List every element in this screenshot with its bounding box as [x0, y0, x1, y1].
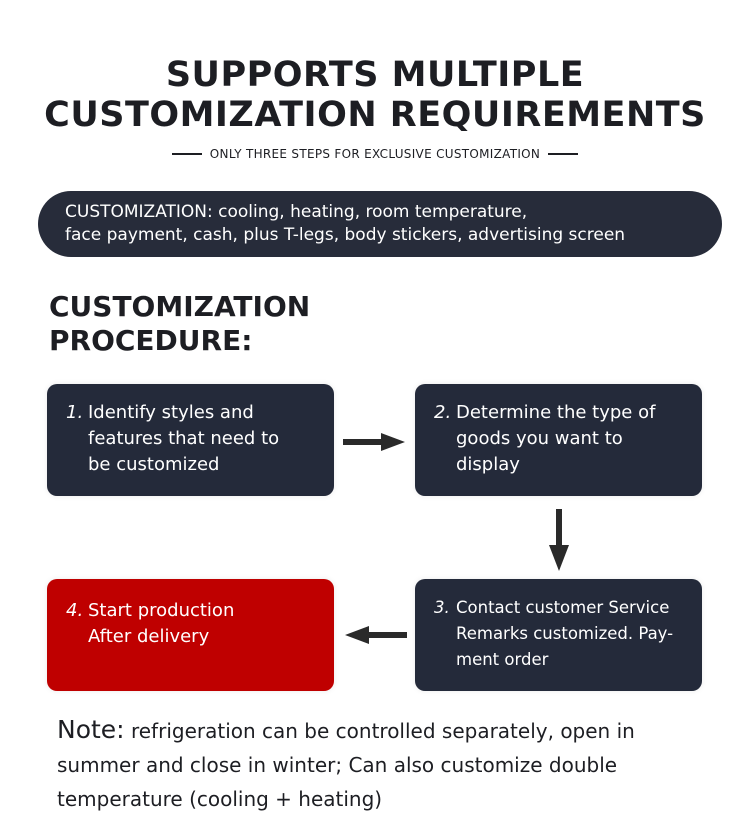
customization-banner: CUSTOMIZATION: cooling, heating, room te…: [38, 191, 722, 257]
divider-right: [548, 153, 579, 155]
page-title-line1: SUPPORTS MULTIPLE: [165, 55, 585, 95]
page-title-line2: CUSTOMIZATION REQUIREMENTS: [44, 95, 706, 135]
step-number: 1.: [66, 402, 84, 423]
step-number: 3.: [434, 598, 450, 617]
note-text: refrigeration can be controlled separate…: [57, 719, 635, 811]
procedure-heading-line2: PROCEDURE:: [49, 324, 253, 357]
subtitle-row: ONLY THREE STEPS FOR EXCLUSIVE CUSTOMIZA…: [0, 147, 750, 161]
banner-line1: CUSTOMIZATION: cooling, heating, room te…: [65, 202, 528, 222]
arrow-left-icon: [345, 626, 407, 644]
procedure-heading: CUSTOMIZATION PROCEDURE:: [49, 290, 310, 358]
step-4-box: 4. Start production After delivery: [47, 579, 334, 691]
step-number: 2.: [434, 402, 452, 423]
step-2-box: 2. Determine the type of goods you want …: [415, 384, 702, 496]
step-3-box: 3. Contact customer Service Remarks cust…: [415, 579, 702, 691]
step-text: Identify styles and features that need t…: [88, 402, 280, 475]
banner-line2: face payment, cash, plus T-legs, body st…: [65, 225, 626, 245]
note-label: Note:: [57, 715, 125, 744]
divider-left: [171, 153, 202, 155]
procedure-heading-line1: CUSTOMIZATION: [49, 290, 311, 323]
arrow-right-icon: [343, 433, 405, 451]
subtitle: ONLY THREE STEPS FOR EXCLUSIVE CUSTOMIZA…: [209, 147, 541, 161]
step-text: Contact customer Service Remarks customi…: [456, 598, 674, 669]
step-text: Start production After delivery: [88, 600, 235, 647]
note-paragraph: Note: refrigeration can be controlled se…: [57, 713, 717, 816]
step-number: 4.: [66, 600, 84, 621]
step-text: Determine the type of goods you want to …: [456, 402, 656, 475]
arrow-down-icon: [549, 509, 569, 571]
step-1-box: 1. Identify styles and features that nee…: [47, 384, 334, 496]
